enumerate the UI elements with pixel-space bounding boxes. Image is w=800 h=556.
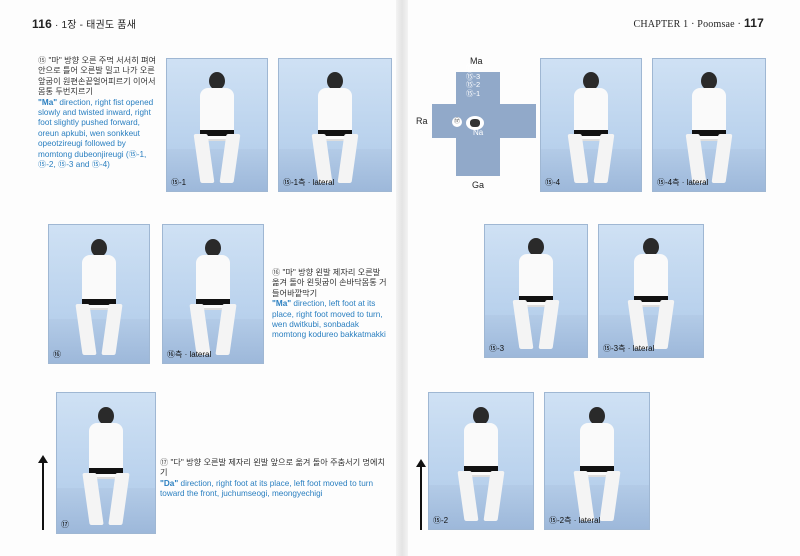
step-number: ⑯ (272, 268, 281, 277)
photo-caption: ⑰ (61, 520, 69, 529)
left-page-number: 116 (32, 17, 52, 31)
photo-15-4: ⑮-4 (540, 58, 642, 192)
photo-caption: ⑮-3 (489, 344, 505, 353)
direction-label-left: Ra (416, 116, 428, 126)
diagram-step: ⑮-1 (466, 88, 481, 98)
photo-caption: ⑯측 · lateral (167, 350, 212, 359)
photo-caption: ⑮-1 (171, 178, 187, 187)
up-arrow-icon (416, 459, 426, 530)
english-description: direction, left foot at its place, right… (272, 299, 386, 340)
diagram-step-list: ⑮-4 ⑮-3 ⑮-2 ⑮-1 (466, 63, 481, 98)
step-number: ⑮ (38, 56, 47, 65)
photo-15-2-lateral: ⑮-2측 · lateral (544, 392, 650, 530)
photo-15-1-lateral: ⑮-1측 · lateral (278, 58, 392, 192)
right-chapter-title: CHAPTER 1 · Poomsae · (633, 19, 742, 30)
step-17-text: ⑰ "다" 방향 오른발 제자리 왼발 앞으로 옮겨 돌아 주춤서기 멍에치기 … (160, 458, 388, 500)
english-direction: "Da" (160, 478, 179, 488)
diagram-step-marker: ⑰ (452, 117, 462, 127)
diagram-step: ⑮-3 (466, 71, 481, 81)
photo-15-2: ⑮-2 (428, 392, 534, 530)
english-description: direction, right foot at its place, left… (160, 478, 374, 499)
photo-caption: ⑮-4측 · lateral (657, 178, 709, 187)
photo-caption: ⑮-3측 · lateral (603, 344, 655, 353)
photo-17: ⑰ (56, 392, 156, 534)
photo-caption: ⑮-1측 · lateral (283, 178, 335, 187)
photo-caption: ⑯ (53, 350, 61, 359)
page-gutter (396, 0, 408, 556)
photo-caption: ⑮-4 (545, 178, 561, 187)
photo-caption: ⑮-2 (433, 516, 449, 525)
center-label: Na (473, 128, 484, 137)
photo-caption: ⑮-2측 · lateral (549, 516, 601, 525)
direction-label-top: Ma (470, 56, 483, 66)
step-15-text: ⑮ "마" 방향 오른 주먹 서서히 펴여 안으로 틀어 오른발 밀고 나가 오… (38, 56, 160, 170)
right-page-number: 117 (744, 16, 764, 30)
photo-15-3: ⑮-3 (484, 224, 588, 358)
diagram-step: ⑮-4 (466, 63, 481, 72)
left-page-header: 116 · 1장 - 태권도 품새 (32, 16, 136, 31)
diagram-step: ⑮-2 (466, 80, 481, 89)
up-arrow-icon (38, 455, 48, 530)
direction-label-bottom: Ga (472, 180, 485, 190)
english-direction: "Ma" (272, 299, 292, 309)
left-page-title: · 1장 - 태권도 품새 (54, 20, 137, 31)
feet-position-icon (466, 116, 484, 130)
photo-15-3-lateral: ⑮-3측 · lateral (598, 224, 704, 358)
photo-16-lateral: ⑯측 · lateral (162, 224, 264, 364)
korean-description: "마" 방향 오른 주먹 서서히 펴여 안으로 틀어 오른발 밀고 나가 오른앞… (38, 56, 157, 97)
photo-15-4-lateral: ⑮-4측 · lateral (652, 58, 766, 192)
english-direction: "Ma" (38, 97, 58, 107)
step-16-text: ⑯ "마" 방향 왼발 제자리 오른발 옮겨 돌아 왼뒷굽이 손바닥몸통 거들어… (272, 268, 390, 341)
korean-description: "마" 방향 왼발 제자리 오른발 옮겨 돌아 왼뒷굽이 손바닥몸통 거들어바깥… (272, 268, 387, 298)
korean-description: "다" 방향 오른발 제자리 왼발 앞으로 옮겨 돌아 주춤서기 멍에치기 (160, 458, 386, 478)
photo-16: ⑯ (48, 224, 150, 364)
english-description: direction, right fist opened slowly and … (38, 97, 154, 170)
step-number: ⑰ (160, 458, 169, 467)
right-page-header: CHAPTER 1 · Poomsae · 117 (634, 16, 764, 30)
photo-15-1: ⑮-1 (166, 58, 268, 192)
diagram-horizontal-bar (432, 104, 536, 138)
